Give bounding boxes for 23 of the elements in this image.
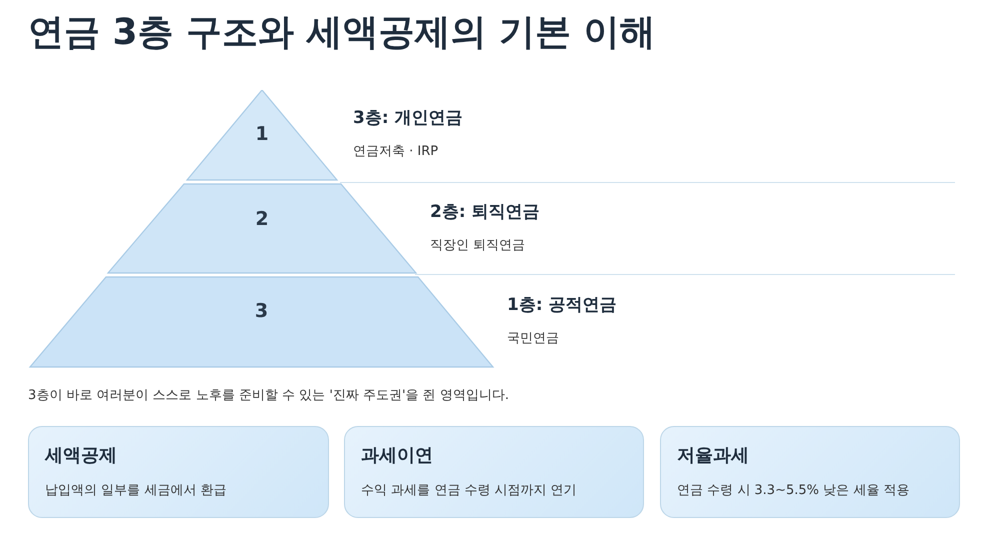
card-heading: 저율과세 bbox=[677, 444, 749, 467]
tier-number: 3 bbox=[254, 300, 270, 322]
benefit-card bbox=[660, 426, 960, 518]
note-text: 3층이 바로 여러분이 스스로 노후를 준비할 수 있는 '진짜 주도권'을 쥔 영역입니다. bbox=[28, 387, 510, 404]
tier-number: 2 bbox=[254, 208, 270, 230]
pyramid-tier bbox=[106, 183, 418, 274]
tier-description: 직장인 퇴직연금 bbox=[430, 237, 526, 254]
page-title: 연금 3층 구조와 세액공제의 기본 이해 bbox=[28, 11, 656, 55]
tier-number: 1 bbox=[254, 123, 270, 145]
pyramid-tier bbox=[183, 90, 341, 181]
tier-description: 연금저축 · IRP bbox=[353, 143, 438, 160]
tier-heading: 3층: 개인연금 bbox=[353, 107, 463, 129]
card-description: 수익 과세를 연금 수령 시점까지 연기 bbox=[361, 482, 577, 499]
card-heading: 세액공제 bbox=[45, 444, 117, 467]
tier-description: 국민연금 bbox=[507, 330, 559, 347]
pyramid-tier bbox=[28, 276, 495, 368]
card-description: 납입액의 일부를 세금에서 환급 bbox=[45, 482, 226, 499]
card-description: 연금 수령 시 3.3~5.5% 낮은 세율 적용 bbox=[677, 482, 910, 499]
tier-heading: 1층: 공적연금 bbox=[507, 294, 617, 316]
benefit-card bbox=[28, 426, 329, 518]
benefit-card bbox=[344, 426, 644, 518]
tier-heading: 2층: 퇴직연금 bbox=[430, 201, 540, 223]
card-heading: 과세이연 bbox=[361, 444, 433, 467]
